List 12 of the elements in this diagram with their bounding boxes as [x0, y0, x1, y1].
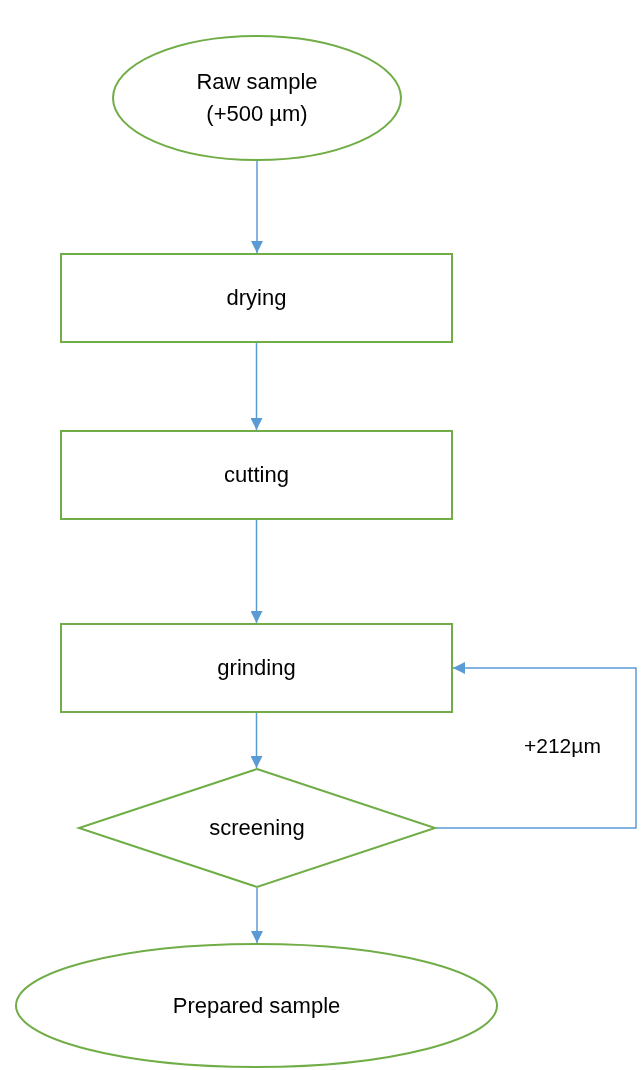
- arrow: [435, 662, 637, 829]
- node-label: Prepared sample: [172, 991, 341, 1020]
- node-label: Raw sample (+500 µm): [195, 68, 319, 128]
- arrow: [251, 887, 263, 944]
- arrow: [250, 712, 263, 769]
- node-label: grinding: [217, 654, 296, 682]
- arrow: [250, 519, 263, 624]
- node-label: screening: [209, 814, 305, 842]
- node-label: cutting: [224, 461, 289, 489]
- node-label: drying: [226, 284, 287, 312]
- arrow: [251, 160, 263, 254]
- arrow: [250, 342, 263, 431]
